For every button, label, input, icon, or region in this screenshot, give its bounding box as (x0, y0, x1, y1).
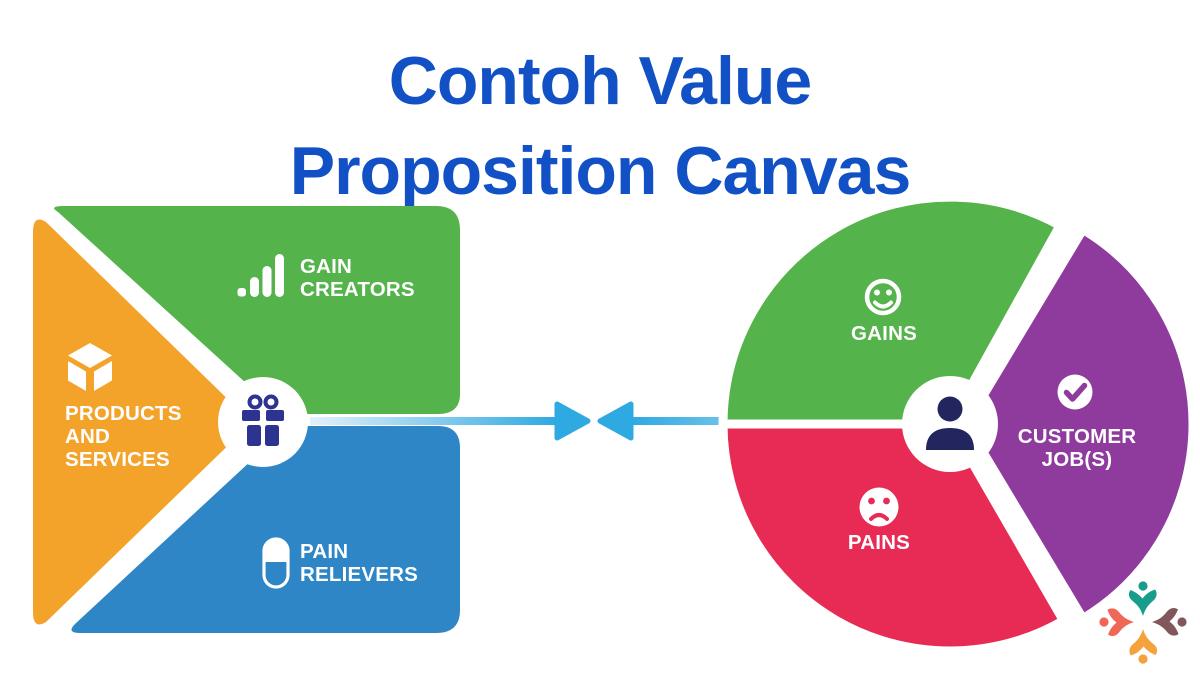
value-map-center-hub (218, 377, 308, 467)
customer-jobs-sector (961, 224, 1198, 624)
arrow-right-shaft (310, 417, 556, 425)
logo-person-left (1099, 608, 1134, 637)
pain-relievers-section (71, 426, 460, 633)
gain-creators-label-line-1: GAIN (300, 255, 352, 278)
pain-relievers-label-line-1: PAIN (300, 540, 348, 563)
check-circle-icon (1057, 374, 1093, 410)
customer-profile-center-hub (902, 376, 998, 472)
customer-jobs-label-line-1: CUSTOMER (1018, 425, 1137, 448)
gain-creators-label-line-2: CREATORS (300, 278, 415, 301)
logo-person-right (1152, 607, 1187, 636)
logo-person-bottom (1129, 629, 1158, 664)
page-title-line-2: Proposition Canvas (290, 133, 911, 209)
page-title-line-1: Contoh Value (389, 43, 811, 119)
value-map-square: GAIN CREATORS PRODUCTS AND SERVICES PAIN… (33, 206, 461, 633)
gains-label: GAINS (851, 322, 917, 345)
products-services-label-line-2: AND (65, 425, 110, 448)
pain-relievers-label-line-2: RELIEVERS (300, 563, 418, 586)
customer-profile-circle: GAINS PAINS CUSTOMER JOB(S) (718, 192, 1198, 656)
person-icon (926, 396, 974, 450)
products-services-section (33, 219, 248, 625)
smiley-face-icon (864, 278, 902, 316)
pill-icon (262, 537, 290, 589)
cube-icon (68, 343, 112, 391)
products-services-label-line-1: PRODUCTS (65, 402, 182, 425)
gain-creators-section (54, 206, 461, 414)
arrow-left-icon (597, 401, 634, 441)
gift-icon (242, 394, 284, 446)
pains-sector (718, 419, 1068, 656)
products-services-label-line-3: SERVICES (65, 448, 170, 471)
arrow-right-icon (554, 401, 591, 441)
bar-chart-icon (237, 254, 284, 297)
logo-person-top (1128, 581, 1157, 616)
sad-face-icon (859, 487, 899, 527)
pains-label: PAINS (848, 531, 910, 554)
customer-jobs-label-line-2: JOB(S) (1042, 448, 1113, 471)
